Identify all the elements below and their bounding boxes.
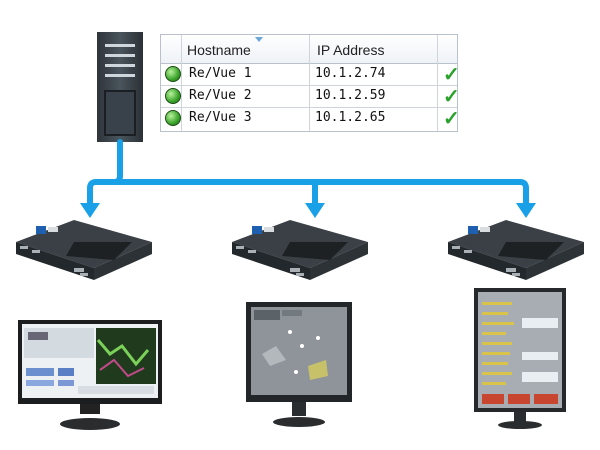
extender-device-2 <box>232 220 368 280</box>
column-divider <box>437 35 438 131</box>
network-line <box>111 179 529 209</box>
green-led-icon <box>165 88 181 104</box>
column-header-ip-address[interactable]: IP Address <box>317 42 385 58</box>
extender-device-1 <box>16 220 152 280</box>
server-slot <box>105 64 135 67</box>
column-divider <box>309 35 310 131</box>
host-table: Hostname IP Address Re/Vue 1 10.1.2.74 ✓… <box>160 34 460 132</box>
server-slot <box>105 54 135 57</box>
table-row[interactable]: Re/Vue 1 10.1.2.74 ✓ <box>161 64 460 86</box>
network-line <box>87 139 123 209</box>
arrow-down-icon <box>80 203 100 218</box>
hostname-cell: Re/Vue 2 <box>189 88 252 103</box>
hostname-cell: Re/Vue 3 <box>189 110 252 125</box>
server-tower <box>97 32 143 142</box>
server-slot <box>105 74 135 77</box>
server-door <box>104 90 136 136</box>
extender-device-3 <box>448 220 584 280</box>
arrow-down-icon <box>516 203 536 218</box>
arrow-down-icon <box>305 203 325 218</box>
ip-cell: 10.1.2.59 <box>315 88 386 103</box>
table-row[interactable]: Re/Vue 2 10.1.2.59 ✓ <box>161 86 460 108</box>
monitor-widescreen <box>18 320 162 430</box>
server-slot <box>105 44 135 47</box>
column-header-hostname[interactable]: Hostname <box>187 42 251 58</box>
monitor-square <box>246 302 352 427</box>
hostname-cell: Re/Vue 1 <box>189 66 252 81</box>
checkmark-icon: ✓ <box>443 108 460 130</box>
green-led-icon <box>165 66 181 82</box>
checkmark-icon: ✓ <box>443 86 460 108</box>
ip-cell: 10.1.2.74 <box>315 66 386 81</box>
ip-cell: 10.1.2.65 <box>315 110 386 125</box>
column-divider <box>181 35 182 131</box>
green-led-icon <box>165 110 181 126</box>
checkmark-icon: ✓ <box>443 64 460 86</box>
sort-indicator-icon[interactable] <box>255 37 263 42</box>
monitor-portrait <box>474 288 566 429</box>
table-row[interactable]: Re/Vue 3 10.1.2.65 ✓ <box>161 108 460 130</box>
